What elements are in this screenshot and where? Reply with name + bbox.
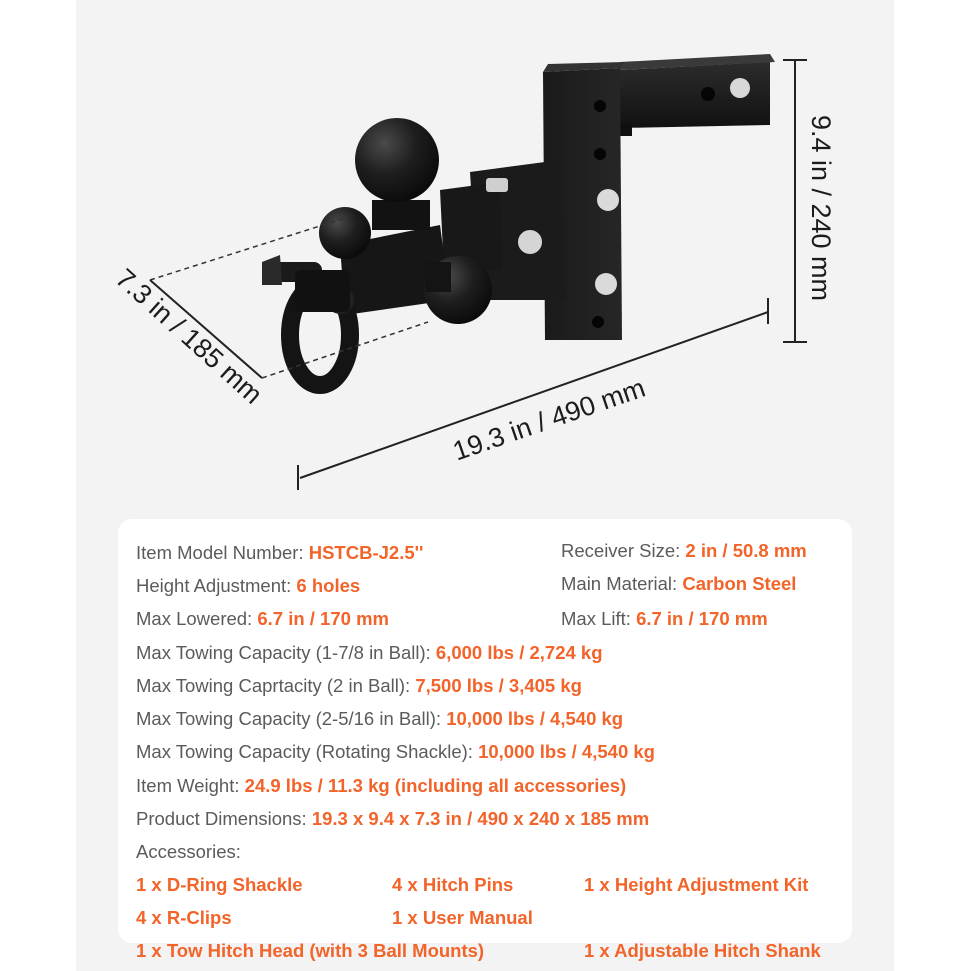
accessories-heading: Accessories: — [136, 841, 241, 863]
spec-label: Max Towing Capacity (Rotating Shackle): — [136, 741, 479, 762]
spec-value: 19.3 x 9.4 x 7.3 in / 490 x 240 x 185 mm — [311, 808, 650, 829]
spec-capacity-2-5-16: Max Towing Capacity (2-5/16 in Ball): 10… — [136, 708, 623, 730]
spec-label: Max Towing Capacity (1-7/8 in Ball): — [136, 642, 436, 663]
spec-label: Height Adjustment: — [136, 575, 297, 596]
spec-model: Item Model Number: HSTCB-J2.5'' — [136, 542, 423, 564]
spec-weight: Item Weight: 24.9 lbs / 11.3 kg (includi… — [136, 775, 626, 797]
spec-value: Carbon Steel — [682, 573, 797, 594]
spec-label: Item Model Number: — [136, 542, 309, 563]
spec-capacity-1-7-8: Max Towing Capacity (1-7/8 in Ball): 6,0… — [136, 642, 603, 664]
accessories-label: Accessories: — [136, 841, 241, 862]
spec-value: 6,000 lbs / 2,724 kg — [435, 642, 603, 663]
dimension-guides — [149, 59, 807, 490]
spec-label: Product Dimensions: — [136, 808, 312, 829]
spec-value: 10,000 lbs / 4,540 kg — [478, 741, 655, 762]
height-dimension-label: 9.4 in / 240 mm — [806, 115, 836, 301]
spec-label: Main Material: — [561, 573, 683, 594]
spec-value: 6.7 in / 170 mm — [636, 608, 768, 629]
spec-label: Max Lift: — [561, 608, 637, 629]
accessory-item: 4 x Hitch Pins — [392, 874, 514, 895]
spec-value: HSTCB-J2.5'' — [308, 542, 424, 563]
spec-value: 24.9 lbs / 11.3 kg (including all access… — [244, 775, 627, 796]
spec-max-lift: Max Lift: 6.7 in / 170 mm — [561, 608, 768, 630]
spec-label: Max Towing Caprtacity (2 in Ball): — [136, 675, 416, 696]
d-ring-shackle — [262, 255, 359, 394]
spec-capacity-shackle: Max Towing Capacity (Rotating Shackle): … — [136, 741, 655, 763]
accessory-item: 1 x Height Adjustment Kit — [584, 874, 809, 895]
spec-label: Receiver Size: — [561, 540, 686, 561]
accessory-item: 1 x Adjustable Hitch Shank — [584, 940, 821, 961]
spec-label: Max Towing Capacity (2-5/16 in Ball): — [136, 708, 447, 729]
spec-value: 7,500 lbs / 3,405 kg — [415, 675, 582, 696]
spec-height-adjustment: Height Adjustment: 6 holes — [136, 575, 360, 597]
spec-value: 10,000 lbs / 4,540 kg — [446, 708, 624, 729]
specifications-card — [118, 519, 852, 943]
spec-receiver: Receiver Size: 2 in / 50.8 mm — [561, 540, 807, 562]
spec-label: Max Lowered: — [136, 608, 258, 629]
product-illustration: 7.3 in / 185 mm 19.3 in / 490 mm 9.4 in … — [110, 54, 836, 490]
accessory-item: 1 x Tow Hitch Head (with 3 Ball Mounts) — [136, 940, 485, 961]
accessory-item: 1 x D-Ring Shackle — [136, 874, 303, 895]
depth-dimension-label: 7.3 in / 185 mm — [110, 263, 268, 410]
length-dimension-label: 19.3 in / 490 mm — [449, 373, 649, 467]
spec-capacity-2: Max Towing Caprtacity (2 in Ball): 7,500… — [136, 675, 582, 697]
spec-value: 2 in / 50.8 mm — [685, 540, 807, 561]
spec-value: 6.7 in / 170 mm — [257, 608, 389, 629]
accessory-item: 4 x R-Clips — [136, 907, 232, 928]
spec-label: Item Weight: — [136, 775, 245, 796]
spec-max-lowered: Max Lowered: 6.7 in / 170 mm — [136, 608, 389, 630]
hitch-shank — [612, 54, 775, 136]
adjustment-sleeve — [440, 160, 565, 300]
spec-value: 6 holes — [296, 575, 361, 596]
accessory-item: 1 x User Manual — [392, 907, 533, 928]
ball-mount-head — [319, 118, 492, 324]
spec-material: Main Material: Carbon Steel — [561, 573, 796, 595]
spec-dimensions: Product Dimensions: 19.3 x 9.4 x 7.3 in … — [136, 808, 649, 830]
